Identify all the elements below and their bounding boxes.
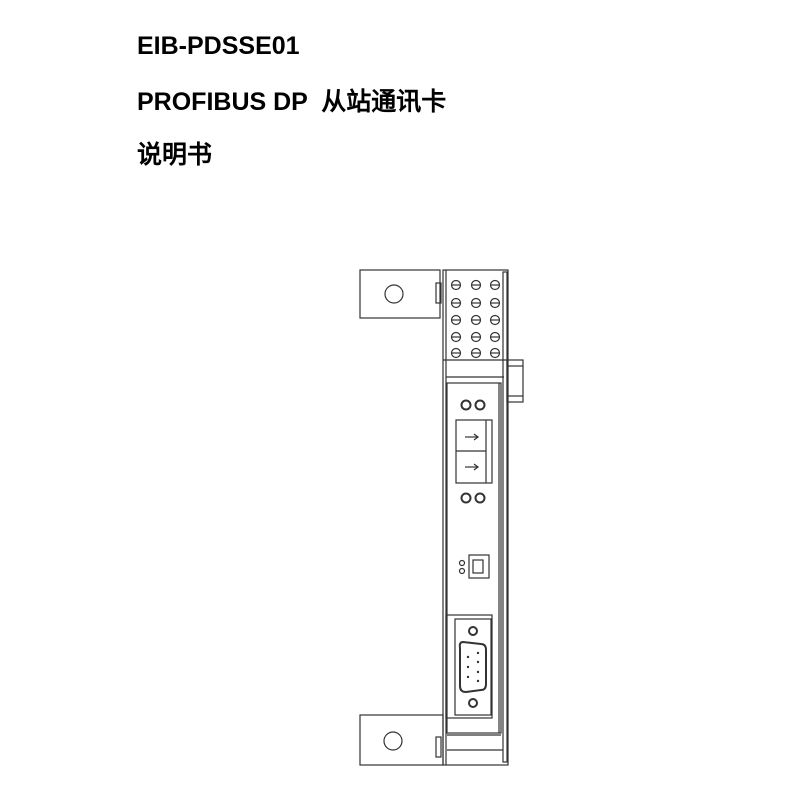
db9-connector <box>445 614 493 719</box>
top-mounting-bracket <box>359 269 442 319</box>
mounting-hole-icon <box>384 284 404 304</box>
arrow-right-icon <box>465 433 479 441</box>
document-model: EIB-PDSSE01 <box>137 32 300 60</box>
arrow-right-icon <box>465 463 479 471</box>
led-indicators-top <box>460 399 486 411</box>
module-body <box>442 269 524 766</box>
document-product-title: PROFIBUS DP 从站通讯卡 <box>137 88 447 116</box>
document-type: 说明书 <box>137 141 213 169</box>
bottom-mounting-bracket <box>359 714 444 766</box>
vent-hole-grid <box>450 279 501 359</box>
port-block <box>455 419 493 484</box>
led-indicators-bottom <box>460 492 486 504</box>
dip-switch <box>458 554 490 579</box>
front-panel <box>446 382 503 751</box>
mounting-hole-icon <box>383 731 403 751</box>
